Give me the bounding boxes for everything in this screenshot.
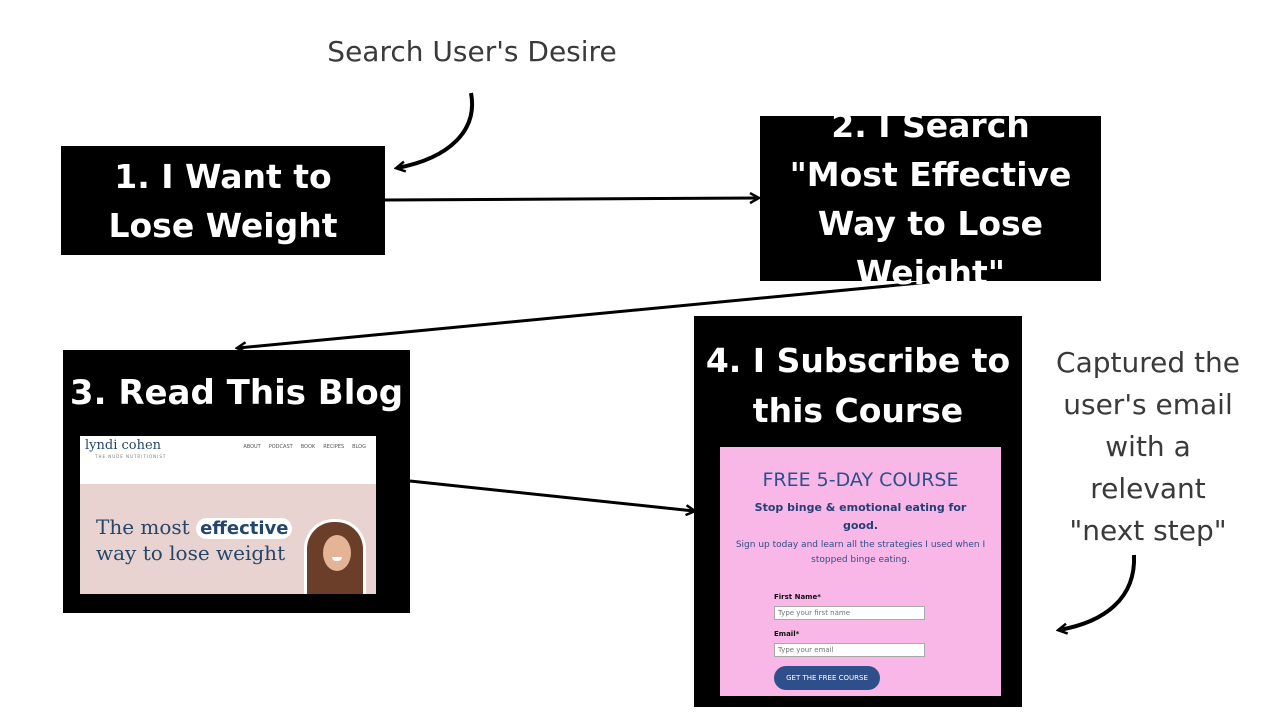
arrow-step1-to-step2 xyxy=(384,198,758,200)
blog-tagline: THE NUDE NUTRITIONIST xyxy=(95,454,167,459)
step4-title: 4. I Subscribe to this Course xyxy=(705,341,1011,430)
first-name-label: First Name* xyxy=(774,593,821,601)
first-name-input[interactable] xyxy=(774,606,925,620)
blog-nav-recipes: RECIPES xyxy=(323,444,345,450)
arrow-step2-to-step3 xyxy=(238,280,931,348)
email-input[interactable] xyxy=(774,643,925,657)
blog-nav-about: ABOUT xyxy=(243,444,261,450)
blog-nav-bar: lyndi cohen THE NUDE NUTRITIONIST ABOUT … xyxy=(80,436,376,484)
blog-nav-podcast: PODCAST xyxy=(268,444,293,450)
blog-headline-highlight: effective xyxy=(196,518,293,539)
blog-hero: The most effective way to lose weight xyxy=(80,484,376,594)
arrow-note-to-step4 xyxy=(1059,554,1137,630)
course-subtitle: Stop binge & emotional eating for good. xyxy=(754,501,967,532)
course-signup-form: FREE 5-DAY COURSE Stop binge & emotional… xyxy=(720,447,1001,696)
course-description: Sign up today and learn all the strategi… xyxy=(735,540,986,565)
get-free-course-button[interactable]: GET THE FREE COURSE xyxy=(774,666,880,690)
email-label: Email* xyxy=(774,630,800,638)
blog-nav-links: ABOUT PODCAST BOOK RECIPES BLOG xyxy=(243,444,366,450)
author-face xyxy=(323,535,351,571)
step3-box: 3. Read This Blog lyndi cohen THE NUDE N… xyxy=(63,350,410,613)
step3-title: 3. Read This Blog xyxy=(69,373,404,413)
course-title: FREE 5-DAY COURSE xyxy=(762,469,959,491)
blog-nav-book: BOOK xyxy=(300,444,316,450)
search-desire-note: Search User's Desire xyxy=(327,35,617,68)
author-photo xyxy=(304,519,366,594)
arrow-desire-to-step1 xyxy=(397,92,475,168)
captured-email-note: Captured the user's email with a relevan… xyxy=(1056,346,1240,547)
step2-label: 2. I Search "Most Effective Way to Lose … xyxy=(789,105,1072,292)
author-smile xyxy=(332,557,342,561)
arrow-step3-to-step4 xyxy=(409,479,694,511)
step2-box: 2. I Search "Most Effective Way to Lose … xyxy=(760,106,1101,292)
blog-nav-blog: BLOG xyxy=(352,444,366,450)
blog-screenshot: lyndi cohen THE NUDE NUTRITIONIST ABOUT … xyxy=(80,436,376,594)
blog-headline: The most effective way to lose weight xyxy=(96,515,293,565)
blog-headline-part1: The most xyxy=(96,515,190,539)
blog-headline-part2: way to lose weight xyxy=(96,541,286,565)
step1-label: 1. I Want to Lose Weight xyxy=(108,156,338,245)
step4-box: 4. I Subscribe to this Course FREE 5-DAY… xyxy=(694,316,1022,707)
blog-logo: lyndi cohen xyxy=(85,438,162,453)
step1-box: 1. I Want to Lose Weight xyxy=(61,146,385,255)
